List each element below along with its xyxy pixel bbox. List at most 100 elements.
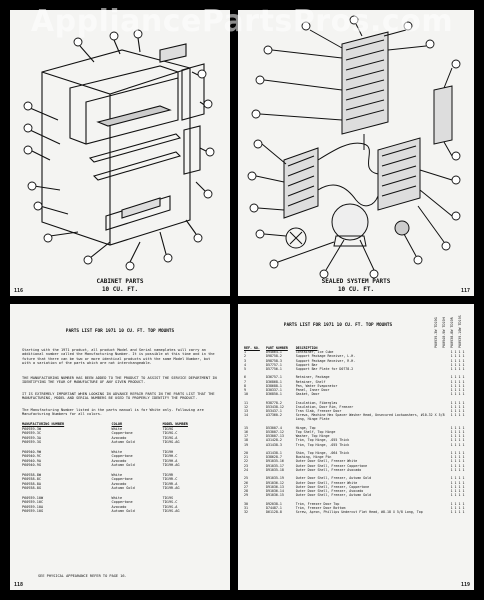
table-cell: TD19H-AG	[162, 463, 180, 468]
mfg-header-cell: COLOR	[111, 422, 123, 426]
table-cell: D91035-19	[265, 476, 284, 481]
table-cell: 2	[244, 354, 246, 359]
table-cell: 1 1 1 1	[450, 493, 465, 498]
intro-title: PARTS LIST FOR 1971 10 CU. FT. TOP MOUNT…	[65, 329, 175, 334]
table-cell: P60939-3C	[22, 431, 41, 436]
table-cell: 1 1 1 1	[450, 354, 465, 359]
table-cell: P60939-10G	[22, 509, 44, 514]
table-cell: P60939-3W	[22, 426, 41, 431]
table-cell: Avocado	[111, 504, 127, 509]
table-cell: 27	[244, 484, 248, 489]
table-cell: 15	[244, 425, 248, 430]
table-cell: Outer Door Shell, Freezer White	[295, 480, 358, 485]
table-cell: 22	[244, 459, 248, 464]
table-cell: Trim, Freezer Door Bottom	[295, 505, 346, 510]
table-cell: Outer Door Shell, Freezer Avocado	[295, 467, 362, 472]
table-cell: 1 1 1 1	[450, 392, 465, 397]
mfg-header-cell: MANUFACTURING NUMBER	[22, 422, 65, 426]
parts-list-intro-page: PARTS LIST FOR 1971 10 CU. FT. TOP MOUNT…	[10, 304, 230, 590]
table-cell: Autumn Gold	[111, 463, 135, 468]
table-cell: A31438-1	[265, 451, 282, 456]
cabinet-parts-subtitle: 10 CU. FT.	[101, 286, 139, 293]
table-cell: Avocado	[111, 458, 127, 463]
table-cell: Screw, Apron, Phillips Undercut Flat Hea…	[295, 509, 423, 514]
table-cell: White	[111, 426, 123, 431]
table-cell: 1 1 1 1	[450, 379, 465, 384]
table-cell: P60938-8C	[22, 477, 41, 482]
table-cell: Outer Door Shell, Freezer, Coppertone	[295, 484, 370, 489]
table-cell: D91035-18	[265, 467, 284, 472]
table-cell: Gasket, Door	[295, 392, 320, 397]
table-cell: D57757-1	[265, 362, 282, 367]
sealed-system-exploded-diagram	[247, 15, 461, 279]
table-cell: Support Package Receiver, R.H.	[295, 358, 356, 363]
table-cell: TD19R	[162, 472, 174, 477]
table-cell: 12	[244, 404, 248, 409]
table-cell: D53438-12	[265, 404, 284, 409]
parts-header-cell: REF. NO.	[244, 346, 260, 350]
table-cell: White	[111, 449, 123, 454]
table-cell: TD19G-AG	[162, 440, 180, 445]
table-cell: TD19S-AG	[162, 509, 180, 514]
table-cell: Outer Door Shell, Freezer White	[295, 459, 358, 464]
table-cell: 7	[244, 379, 246, 384]
table-cell: 1 1 1 1	[450, 438, 465, 443]
table-cell: A31438-3	[265, 442, 282, 447]
table-cell: D36850-1	[265, 392, 282, 397]
table-cell: D53007-4	[265, 425, 282, 430]
table-cell: 4	[244, 362, 246, 367]
table-cell: TD19S-C	[162, 500, 178, 505]
table-cell: 28	[244, 488, 248, 493]
table-cell: Top Shelf, Top Hinge	[295, 430, 336, 435]
table-cell: Outer Door Shell, Freezer, Avocado	[295, 488, 364, 493]
parts-list-page: PARTS LIST FOR 1971 10 CU. FT. TOP MOUNT…	[238, 304, 474, 590]
table-cell: 18	[244, 438, 248, 443]
intro-paragraph-2: THE MANUFACTURING NUMBER HAS BEEN ADDED …	[22, 376, 217, 385]
table-cell: P60939-3A	[22, 435, 41, 440]
table-cell: 1 1 1 1	[450, 505, 465, 510]
table-cell: TD19H	[162, 449, 174, 454]
table-cell: 1 1 1 1	[450, 442, 465, 447]
table-cell: Screws, Machine Hex Spacer Washer Head, …	[295, 413, 445, 422]
table-cell: 1 1 1 1	[450, 383, 465, 388]
table-cell: D36757-1	[265, 375, 282, 380]
table-cell: Tran Slab, Freezer Door	[295, 409, 342, 414]
table-cell: 1 1 1 1	[450, 455, 465, 460]
intro-paragraph-4: The Manufacturing Number listed in the p…	[22, 408, 204, 417]
intro-footer-note: SEE PHYSICAL APPEARANCE REFER TO PAGE 16…	[38, 574, 127, 578]
table-cell: 1 1 1 1	[450, 362, 465, 367]
table-cell: P60938-8W	[22, 472, 41, 477]
table-cell: Avocado	[111, 435, 127, 440]
table-cell: 1 1 1 1	[450, 434, 465, 439]
table-cell: Trim, Top Hinge, .055 Thick	[295, 438, 350, 443]
sealed-system-parts-page: SEALED SYSTEM PARTS 10 CU. FT. 117	[238, 10, 474, 296]
table-cell: 1 1 1 1	[450, 480, 465, 485]
table-cell: A37360-2	[265, 413, 282, 418]
table-cell: D53007-13	[265, 434, 284, 439]
table-cell: 1 1 1 1	[450, 451, 465, 456]
table-cell: Support Bar Plate for D0778-2	[295, 367, 354, 372]
table-cell: D91036-12	[265, 480, 284, 485]
table-cell: R38778-2	[265, 400, 282, 405]
table-cell: 1 1 1 1	[450, 409, 465, 414]
table-cell: Outer Door Shell, Freezer Coppertone	[295, 463, 368, 468]
